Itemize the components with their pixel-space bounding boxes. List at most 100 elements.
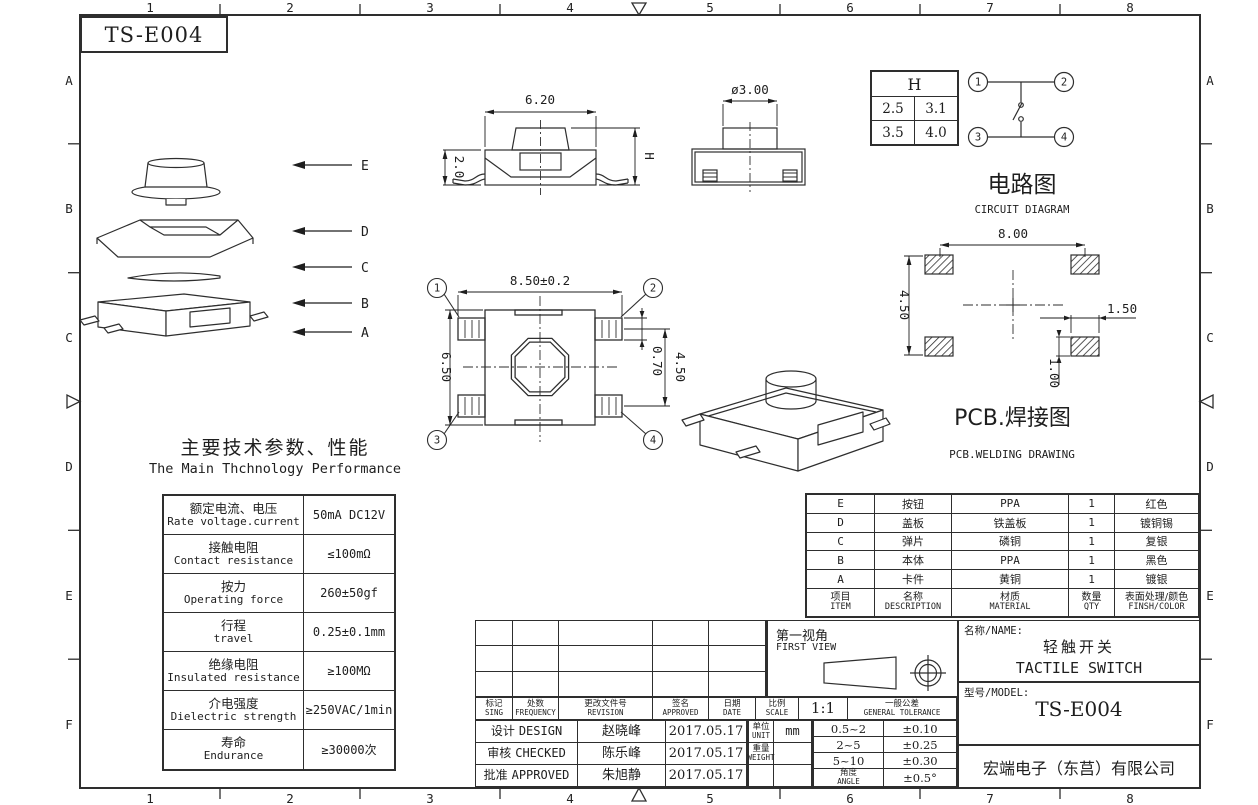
bom-table: E 按钮 PPA 1 红色 D 盖板 铁盖板 1 镀铜锡 C 弹片 磷铜 1 复… [805,493,1200,618]
signoff-name: 陈乐峰 [578,743,666,765]
dim-top-width: 8.50±0.2 [510,273,570,288]
grid-col-label: 8 [1126,790,1134,805]
h-table-cell: 3.1 [915,97,957,121]
dim-pad-height: 1.00 [1047,358,1062,388]
bom-finish: 红色 [1115,495,1198,514]
model-cell: 型号/MODEL: TS-E004 [958,682,1200,745]
bom-finish: 镀银 [1115,570,1198,589]
h-table-cell: 4.0 [925,124,947,141]
signoff-name: 赵晓峰 [578,721,666,743]
solder-pad [1070,336,1100,357]
grid-row-label: A [1206,72,1214,88]
grid-col-label: 6 [846,790,854,805]
grid-col-label: 8 [1126,0,1134,15]
button-cap [144,162,208,188]
bom-description: 弹片 [875,532,952,552]
grid-row-label: C [1206,329,1214,345]
bom-description: 按钮 [875,495,952,514]
drawing-number: TS-E004 [104,22,204,47]
dim-button-diameter: ø3.00 [731,82,769,97]
tol-range: 5~10 [814,753,884,770]
h-table-header: H [872,72,957,97]
projection-symbol [823,655,946,691]
tol-range: 0.5~2 [814,721,884,738]
bom-finish: 复银 [1115,533,1198,552]
terminal-balloons [426,277,664,451]
isometric-view [681,370,891,472]
pcb-welding-view: 8.00 4.50 1.50 1.00 [897,226,1137,388]
unit-value: mm [774,721,812,743]
performance-title-cn: 主要技术参数、性能 [180,436,370,459]
perf-row-value: ≥100MΩ [304,652,394,691]
bom-material: PPA [952,551,1069,571]
grid-row-label: E [1206,587,1214,603]
tol-value: ±0.10 [884,721,957,738]
exploded-view: E D C B A [79,157,369,341]
grid-col-label: 1 [146,0,154,15]
terminal-leg [249,311,269,322]
balloon-2: 2 [650,283,656,295]
dim-pin-width: 0.70 [650,346,665,376]
signoff-date: 2017.05.17 [666,743,747,765]
iso-button [765,370,817,388]
pin-bottom-left [457,394,486,418]
first-view-cell: 第一视角 FIRST VIEW [767,620,958,697]
bom-finish: 黑色 [1115,551,1198,571]
pin-top-right [594,317,623,341]
terminal-2: 2 [1061,77,1067,89]
dim-pad-pitch-y: 4.50 [897,290,912,320]
grid-row-label: B [1206,200,1214,216]
dim-front-total-height: H [642,152,657,160]
part-label-d: D [361,225,369,240]
company-cell: 宏端电子（东莒）有限公司 [958,745,1200,788]
part-label-e: E [361,159,369,174]
tol-value: ±0.25 [884,737,957,754]
terminal-leg [103,323,124,334]
center-marker-triangles [66,2,1214,802]
grid-col-label: 7 [986,790,994,805]
terminal-leg [79,315,100,326]
solder-pad [924,336,954,357]
company-name: 宏端电子（东莒）有限公司 [982,758,1175,778]
grid-row-label: D [1206,458,1214,474]
bom-qty: 1 [1069,532,1115,552]
scale-value: 1:1 [799,698,848,720]
perf-row-value: ≥30000次 [321,743,377,757]
dim-pin-pitch: 4.50 [673,352,688,382]
switch-lever [1012,102,1023,121]
grid-row-label: D [65,458,73,474]
grid-col-label: 2 [286,0,294,15]
revision-table [475,620,767,698]
pin-top-left [457,317,486,341]
name-label: 名称/NAME: [964,625,1023,637]
grid-row-label: B [65,200,73,216]
bom-qty: 1 [1069,551,1115,571]
weight-value [774,743,812,765]
first-view-en: FIRST VIEW [776,642,837,653]
bom-qty: 1 [1069,495,1115,514]
grid-col-label: 4 [566,0,574,15]
grid-row-label: F [65,716,73,732]
bom-item: B [807,551,875,571]
grid-col-label: 2 [286,790,294,805]
bom-qty: 1 [1069,570,1115,589]
button-top-outline [510,337,570,397]
balloon-1: 1 [434,283,440,295]
tol-angle-value: ±0.5° [884,769,957,787]
terminal-4: 4 [1061,132,1067,144]
first-view-cn: 第一视角 [776,629,829,644]
perf-row-value: 50mA DC12V [304,496,394,535]
